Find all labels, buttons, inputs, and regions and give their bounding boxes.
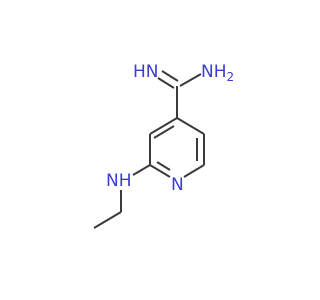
bond-c4-c3	[149, 117, 178, 135]
bond-c5-c4	[176, 117, 205, 135]
bond-ch2-ch3	[93, 211, 122, 229]
bond-n1-c6	[183, 164, 205, 178]
amine-nh2-label: NH2	[201, 62, 234, 84]
ethylamino-nh-label: NH	[106, 171, 132, 191]
molecule-diagram: HN NH2 N NH	[93, 62, 235, 229]
structure-svg: HN NH2 N NH	[93, 62, 234, 229]
imine-nh-label: HN	[133, 62, 159, 82]
bond-amidine-c-amine-n	[179, 73, 202, 87]
bond-amidine-c-imine-n-1	[157, 77, 175, 89]
bond-c2-n1	[149, 164, 171, 178]
amine-nh-prefix: NH	[201, 62, 227, 82]
bond-c2-ethylamino-n	[132, 164, 151, 176]
bond-c2-n1-inner	[156, 161, 171, 171]
ring-n-label: N	[171, 175, 184, 195]
bond-c4-c3-inner	[153, 125, 175, 139]
bond-amidine-c-imine-n-2	[161, 70, 179, 82]
amine-h2-subscript: 2	[227, 70, 235, 84]
